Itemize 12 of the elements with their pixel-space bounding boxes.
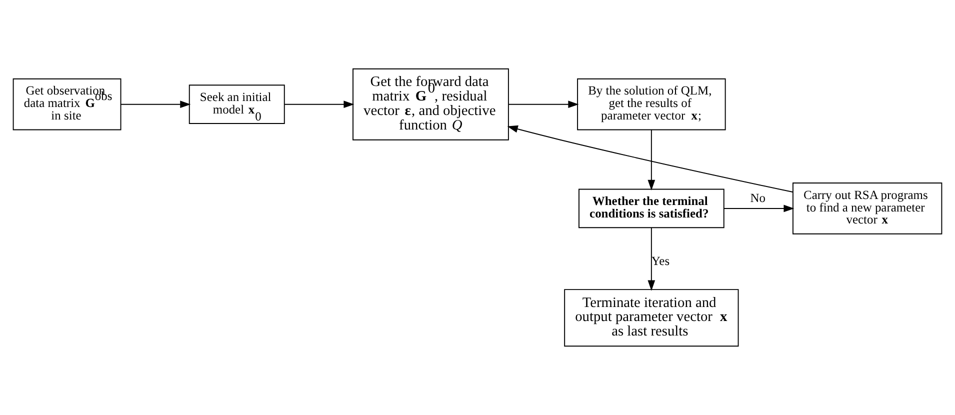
- arrow: [284, 100, 354, 108]
- arrow: [120, 100, 191, 108]
- arrow: [723, 204, 794, 212]
- node-box: Carry out RSA programs to find a new parameter vector x: [792, 182, 942, 234]
- edge-label: No: [750, 191, 766, 206]
- arrow: [648, 227, 656, 291]
- arrow: [648, 129, 656, 190]
- arrow: [507, 125, 794, 192]
- node-box: Terminate iteration and output parameter vector x as last results: [564, 289, 739, 347]
- node-box: Whether the terminal conditions is satisfied?: [578, 188, 724, 228]
- node-box: By the solution of QLM, get the results of parameter vector x;: [577, 78, 726, 130]
- arrow: [508, 100, 579, 108]
